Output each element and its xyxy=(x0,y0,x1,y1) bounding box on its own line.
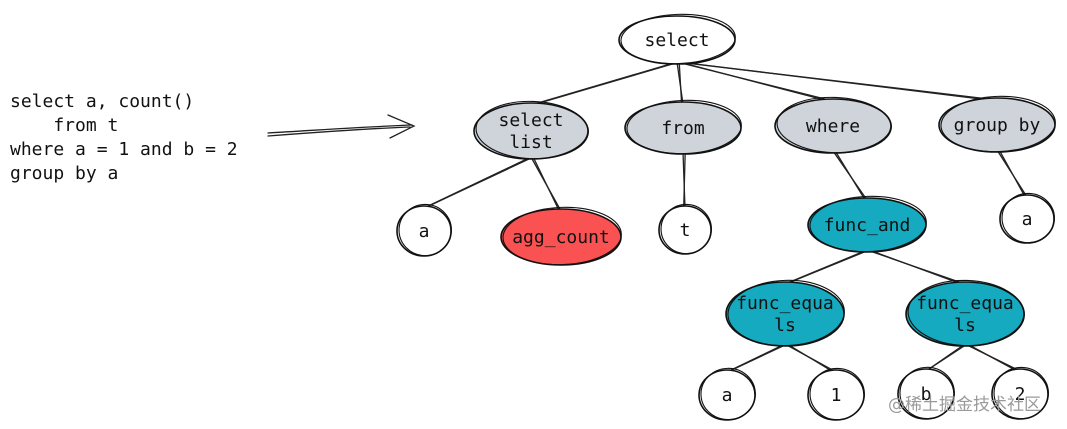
node-label: ls xyxy=(774,315,796,336)
node-label: func_and xyxy=(824,215,911,236)
node-ellipse xyxy=(905,281,1025,347)
node-eq1-a: a xyxy=(698,367,756,421)
tree-edge xyxy=(783,249,870,286)
sql-line: from t xyxy=(10,115,118,136)
node-outline xyxy=(776,96,892,154)
node-label: a xyxy=(1022,209,1033,230)
watermark: @稀土掘金技术社区 xyxy=(888,395,1041,415)
node-label: select xyxy=(498,110,563,131)
node-label: b xyxy=(921,384,932,405)
node-label: func_equa xyxy=(736,293,834,314)
node-outline xyxy=(620,13,736,65)
node-from: from xyxy=(624,99,742,155)
node-outline xyxy=(940,95,1056,153)
node-outline xyxy=(993,366,1049,420)
tree-edges xyxy=(422,61,1028,374)
arrow xyxy=(267,114,416,139)
node-outline xyxy=(502,206,622,266)
node-outline xyxy=(809,367,865,421)
node-label: agg_count xyxy=(512,227,610,248)
node-eq2-2: 2 xyxy=(991,366,1049,420)
node-outline xyxy=(899,366,955,420)
tree-edge xyxy=(532,156,561,213)
tree-edge xyxy=(725,343,788,374)
node-outline xyxy=(398,203,452,257)
node-label: t xyxy=(680,220,691,241)
node-select: select xyxy=(618,13,736,65)
node-label: func_equa xyxy=(916,293,1014,314)
node-label: a xyxy=(722,385,733,406)
node-outline xyxy=(809,195,927,253)
node-outline xyxy=(660,203,712,255)
node-table-t: t xyxy=(658,203,712,255)
node-label: 1 xyxy=(831,385,842,406)
node-outline xyxy=(727,279,845,347)
node-eq2-b: b xyxy=(897,366,955,420)
tree-edge xyxy=(422,156,534,210)
node-group-by: group by xyxy=(938,95,1056,153)
node-label: select xyxy=(644,30,709,51)
tree-edge xyxy=(998,149,1027,199)
node-label: a xyxy=(419,221,430,242)
node-col-a: a xyxy=(396,203,452,257)
node-outline xyxy=(907,279,1025,347)
node-label: from xyxy=(661,118,704,139)
node-outline xyxy=(1001,192,1055,244)
tree-edge xyxy=(786,343,836,374)
tree-edge xyxy=(678,61,997,102)
node-func-and: func_and xyxy=(807,195,927,253)
node-outline xyxy=(475,100,589,160)
node-label: 2 xyxy=(1015,384,1026,405)
tree-edge xyxy=(529,61,680,107)
node-outline xyxy=(626,99,742,155)
sql-line: select a, count() xyxy=(10,91,194,112)
node-outline xyxy=(700,367,756,421)
tree-edge xyxy=(868,249,965,286)
tree-edge xyxy=(966,343,1020,373)
node-eq1-1: 1 xyxy=(807,367,865,421)
node-label: list xyxy=(509,132,552,153)
sql-query: select a, count() from t where a = 1 and… xyxy=(10,91,238,184)
node-label: group by xyxy=(954,115,1041,136)
tree-edge xyxy=(678,61,683,106)
node-group-a: a xyxy=(999,192,1055,244)
tree-edge xyxy=(834,150,867,202)
tree-edge xyxy=(683,151,686,210)
node-label: where xyxy=(806,116,860,137)
node-agg-count: agg_count xyxy=(500,206,622,266)
sql-line: group by a xyxy=(10,163,118,184)
node-where: where xyxy=(774,96,892,154)
node-label: ls xyxy=(954,315,976,336)
tree-edge xyxy=(678,61,833,103)
sql-line: where a = 1 and b = 2 xyxy=(10,139,238,160)
